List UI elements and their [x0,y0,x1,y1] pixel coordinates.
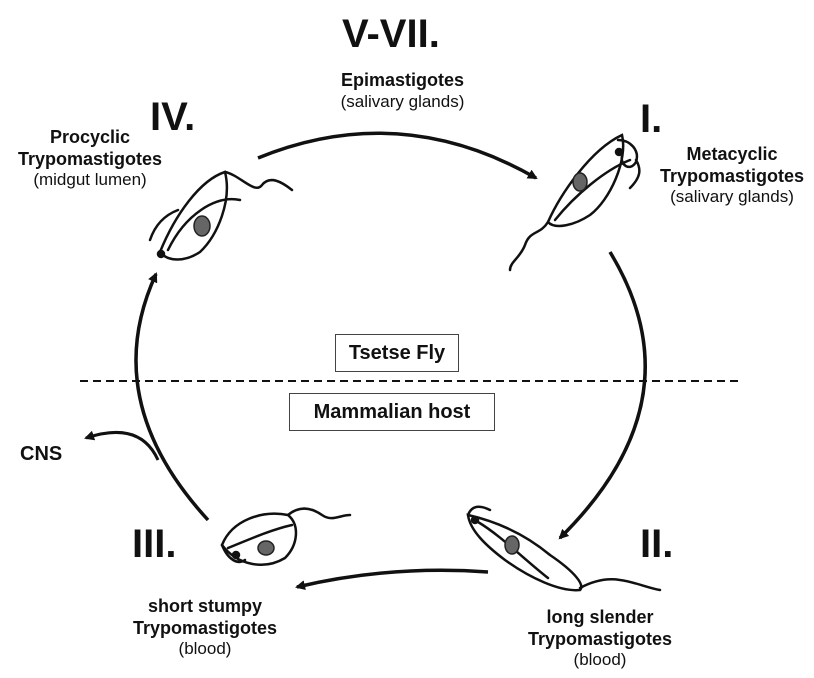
stumpy-label: short stumpy Trypomastigotes (blood) [130,596,280,660]
arrow-metacyclic-to-slender [560,252,645,538]
epimastigotes-label: Epimastigotes (salivary glands) [310,70,495,112]
epimastigotes-location: (salivary glands) [310,92,495,112]
procyclic-location: (midgut lumen) [10,170,170,190]
arrow-to-cns [86,432,158,460]
stage-number-ii: II. [640,522,673,567]
arrow-slender-to-stumpy [297,570,488,587]
epimastigotes-name: Epimastigotes [310,70,495,92]
slender-name: long slender Trypomastigotes [520,607,680,650]
stumpy-name: short stumpy Trypomastigotes [130,596,280,639]
stumpy-parasite-icon [222,509,350,565]
slender-parasite-icon [468,507,660,590]
procyclic-parasite-icon [150,172,292,260]
procyclic-label: Procyclic Trypomastigotes (midgut lumen) [10,127,170,191]
metacyclic-parasite-icon [510,135,639,270]
procyclic-name: Procyclic Trypomastigotes [10,127,170,170]
mammalian-host-box: Mammalian host [289,393,495,431]
stage-number-v-vii: V-VII. [342,12,440,57]
cns-label: CNS [20,443,62,466]
stage-number-i: I. [640,97,662,142]
stage-number-iii: III. [132,522,176,567]
stumpy-location: (blood) [130,639,280,659]
slender-location: (blood) [520,650,680,670]
metacyclic-label: Metacyclic Trypomastigotes (salivary gla… [652,144,812,208]
metacyclic-location: (salivary glands) [652,187,812,207]
slender-label: long slender Trypomastigotes (blood) [520,607,680,671]
metacyclic-name: Metacyclic Trypomastigotes [652,144,812,187]
arrow-epimastigote-to-metacyclic [258,133,536,178]
arrow-stumpy-to-procyclic [136,274,208,520]
tsetse-fly-box: Tsetse Fly [335,334,459,372]
